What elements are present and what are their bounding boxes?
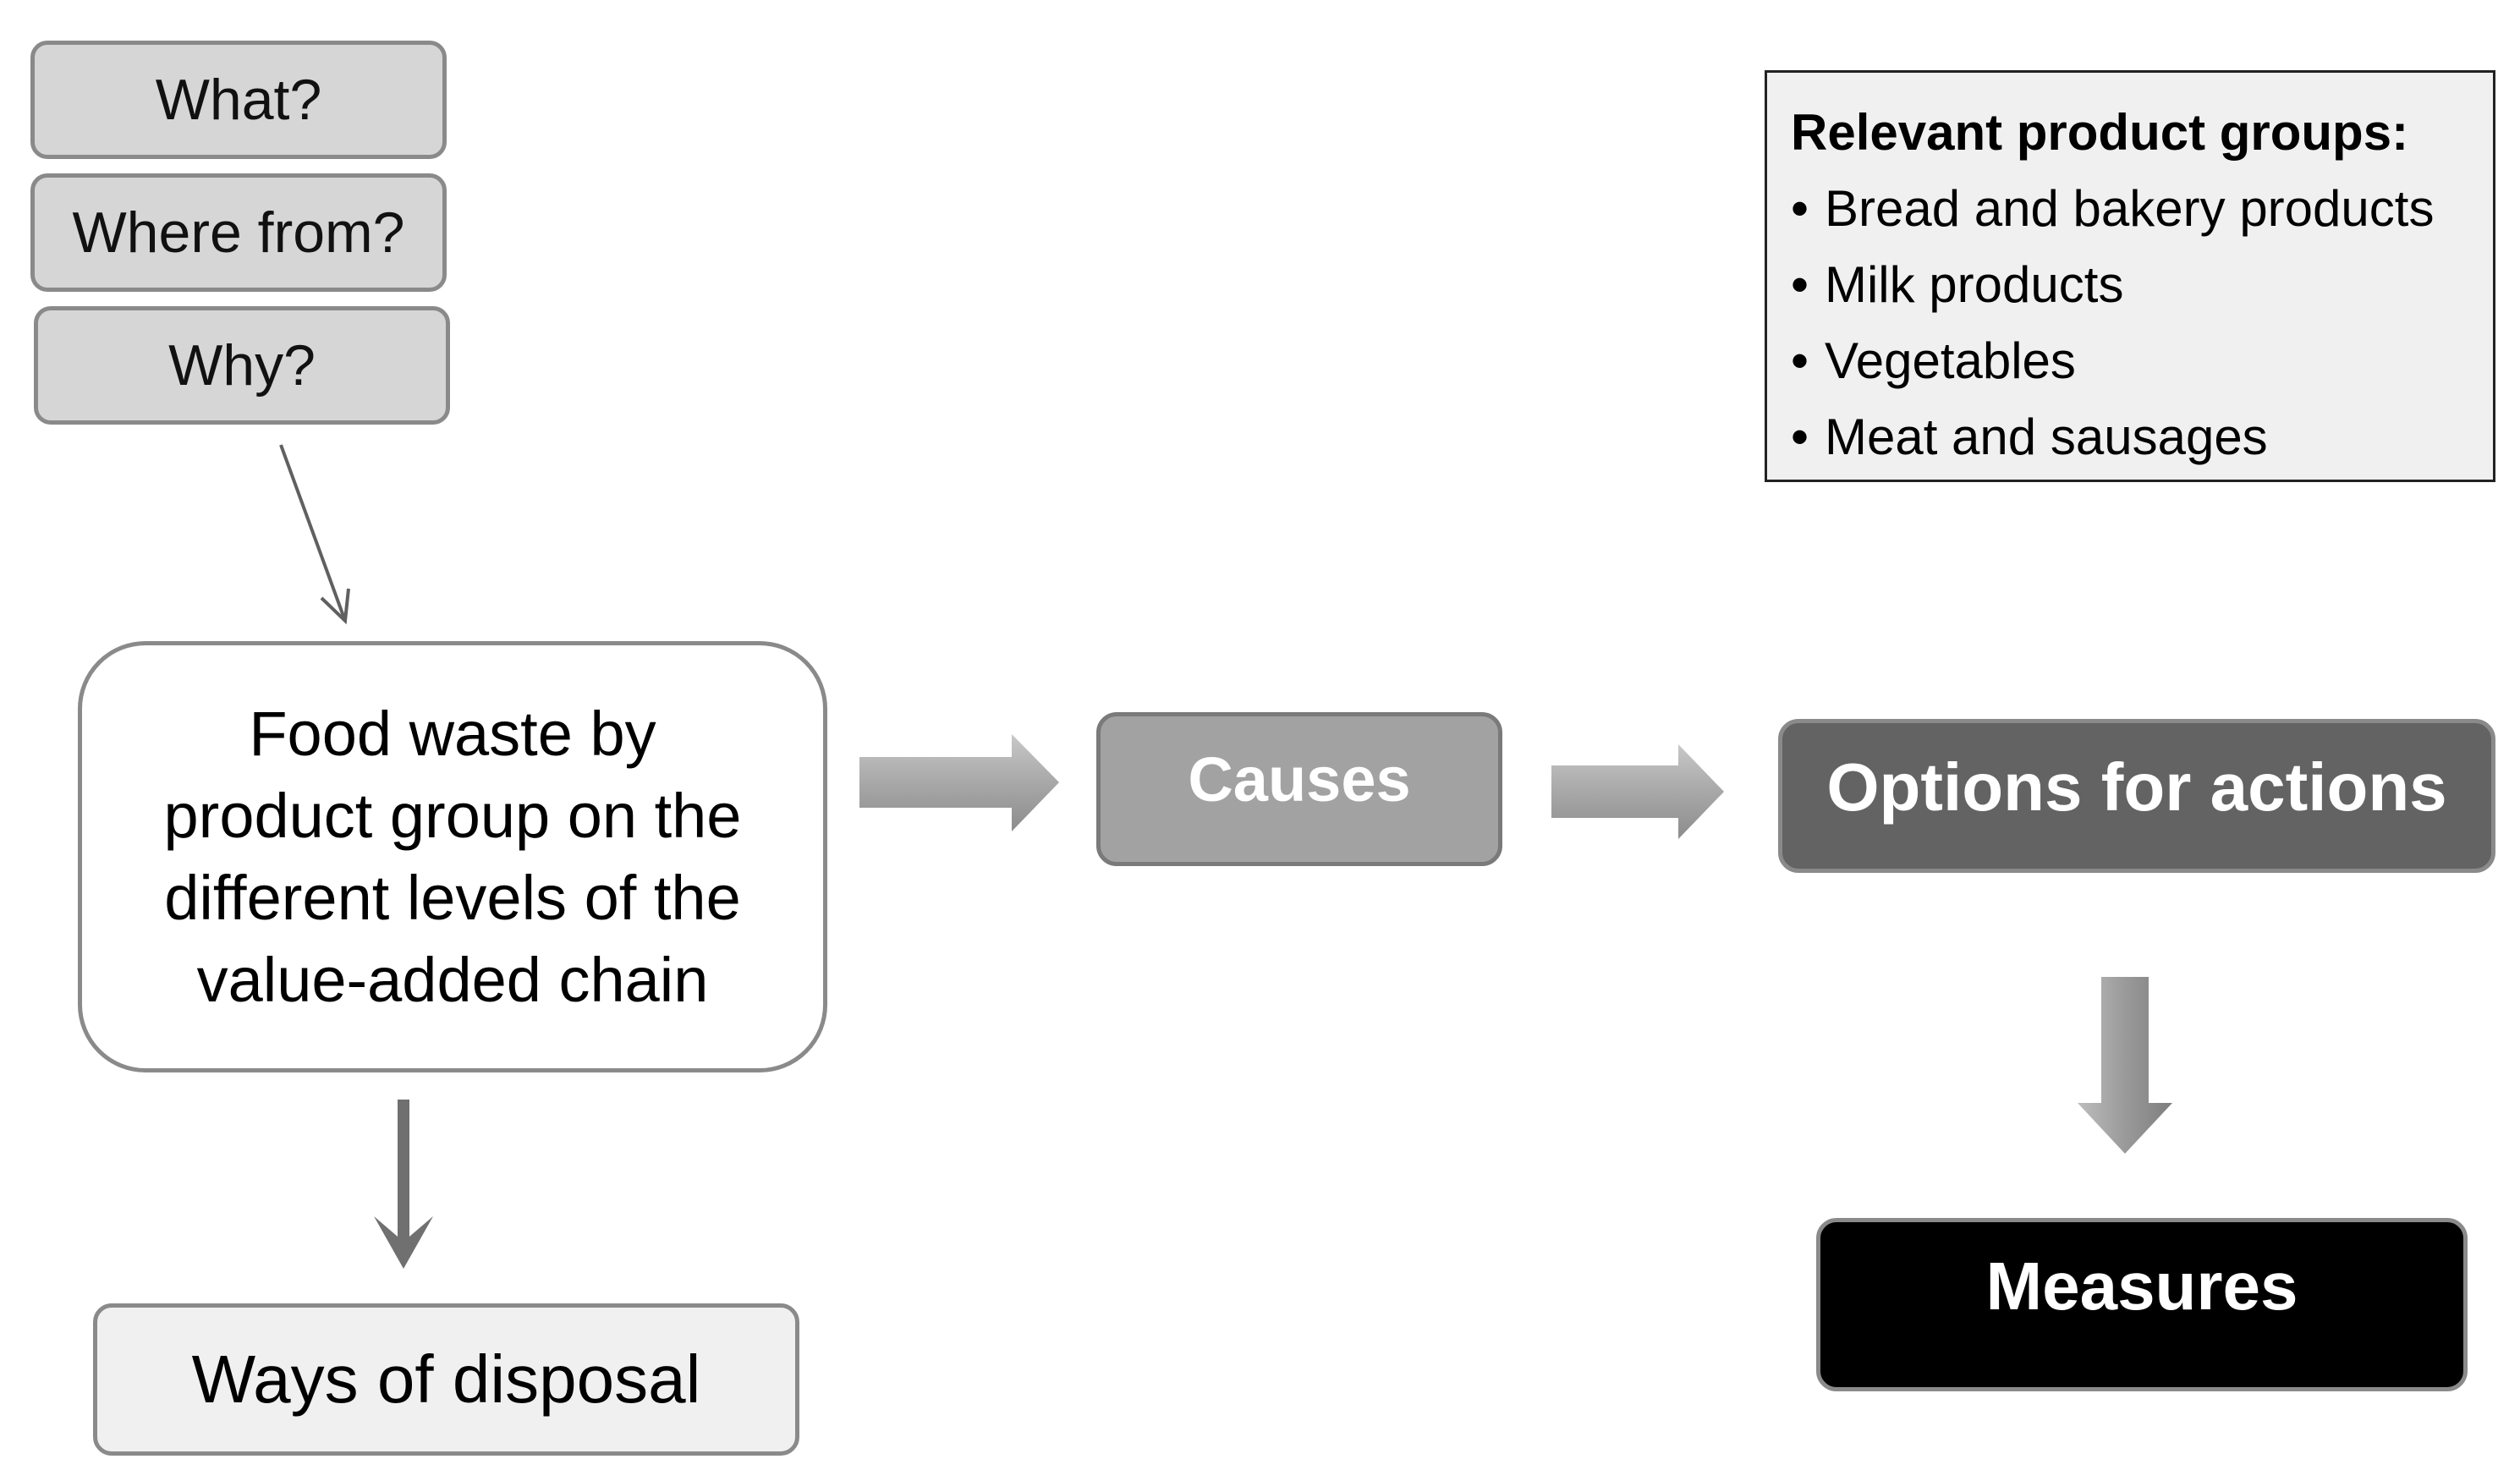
ways-of-disposal-box: Ways of disposal [93,1303,799,1456]
bullet-icon: • [1791,180,1809,237]
product-groups-title: Relevant product groups: [1791,104,2409,161]
where-from-question-label: Where from? [72,200,405,265]
product-group-label: Bread and bakery products [1825,180,2435,237]
what-question-box: What? [30,41,447,159]
ways-of-disposal-label: Ways of disposal [191,1341,701,1417]
bullet-icon: • [1791,332,1809,389]
list-item: • Vegetables [1791,323,2493,399]
why-question-box: Why? [34,306,450,425]
product-group-label: Meat and sausages [1825,409,2268,465]
where-from-question-box: Where from? [30,173,447,292]
question-to-foodwaste-arrow [279,444,350,625]
product-groups-box: Relevant product groups: • Bread and bake… [1765,70,2495,482]
options-for-actions-label: Options for actions [1826,749,2447,825]
food-waste-line-3: different levels of the [164,863,741,933]
food-waste-line-1: Food waste by [249,699,656,769]
food-waste-box: Food waste by product group on the diffe… [78,641,827,1072]
food-waste-text: Food waste by product group on the diffe… [164,693,742,1021]
list-item: • Meat and sausages [1791,399,2493,475]
causes-label: Causes [1188,744,1411,815]
list-item: • Bread and bakery products [1791,171,2493,247]
bullet-icon: • [1791,256,1809,313]
measures-box: Measures [1816,1218,2468,1391]
options-for-actions-box: Options for actions [1778,719,2495,873]
what-question-label: What? [155,68,322,132]
why-question-label: Why? [168,333,316,398]
causes-to-options-arrow [1551,744,1724,839]
foodwaste-to-disposal-arrow [374,1100,433,1269]
bullet-icon: • [1791,409,1809,465]
measures-label: Measures [1985,1248,2298,1324]
product-group-label: Milk products [1825,256,2124,313]
product-groups-list: • Bread and bakery products • Milk product… [1791,171,2493,475]
food-waste-line-2: product group on the [163,781,742,851]
food-waste-line-4: value-added chain [196,945,709,1015]
foodwaste-to-causes-arrow [859,734,1059,831]
causes-box: Causes [1096,712,1502,866]
product-group-label: Vegetables [1825,332,2076,389]
options-to-measures-arrow [2078,977,2172,1154]
list-item: • Milk products [1791,247,2493,323]
